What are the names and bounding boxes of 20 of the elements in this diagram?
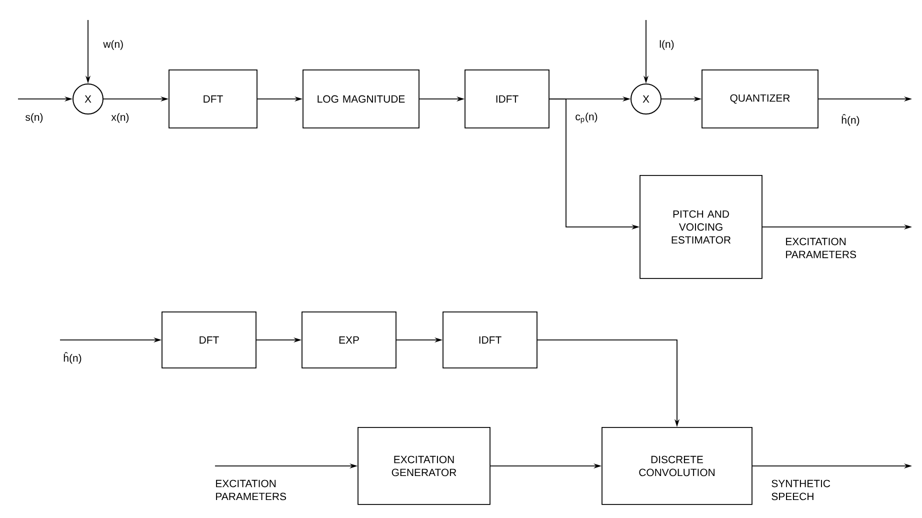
edge-label: w(n) — [103, 40, 123, 50]
edge-label: EXCITATION PARAMETERS — [216, 480, 286, 500]
edge-label: c$_{p}$(n) — [576, 112, 598, 124]
process-box: IDFT — [464, 70, 550, 128]
edge-label: ĥ(n) — [64, 352, 82, 364]
process-box: DISCRETE CONVOLUTION — [602, 427, 752, 505]
edge-label: SYNTHETIC SPEECH — [772, 480, 830, 500]
process-box: IDFT — [442, 312, 538, 368]
process-box: LOG MAGNITUDE — [302, 70, 420, 128]
edge-label: ĥ(n) — [842, 114, 860, 126]
process-box: PITCH AND VOICING ESTIMATOR — [640, 175, 762, 279]
edge-label: x(n) — [111, 113, 129, 123]
process-box: DFT — [168, 70, 258, 128]
process-box: EXP — [302, 312, 396, 368]
edge-label: EXCITATION PARAMETERS — [786, 238, 856, 258]
process-box: DFT — [162, 312, 256, 368]
edge-label: s(n) — [26, 113, 43, 123]
edge-label: l(n) — [660, 40, 674, 50]
process-box: EXCITATION GENERATOR — [358, 427, 490, 505]
process-box: QUANTIZER — [702, 70, 818, 128]
